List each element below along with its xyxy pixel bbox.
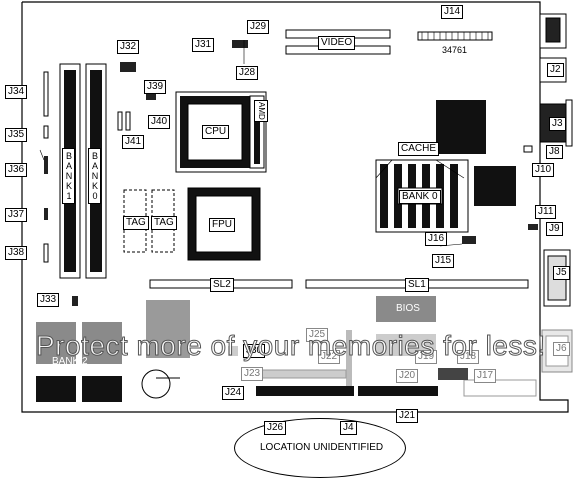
j10-label: J10	[532, 163, 555, 177]
j26-label: J26	[264, 421, 287, 435]
j14-label: J14	[441, 5, 464, 19]
tag1-label: TAG	[123, 216, 149, 230]
j32-block	[120, 62, 136, 72]
j19-label: J19	[415, 350, 438, 364]
j38-label: J38	[5, 246, 28, 260]
j25-label: J25	[306, 328, 329, 342]
j20-label: J20	[396, 369, 419, 383]
j14-header	[417, 31, 493, 41]
bank2-area-left	[36, 322, 76, 364]
j18-label: J18	[457, 350, 480, 364]
j15-label: J15	[432, 254, 455, 268]
j24-header	[256, 386, 354, 396]
battery	[141, 369, 171, 399]
j28-label: J28	[236, 66, 259, 80]
j22-label: J22	[318, 350, 341, 364]
j29-label: J29	[247, 20, 270, 34]
part-number: 34761	[442, 45, 468, 55]
j6-label: J6	[553, 342, 570, 356]
j17-header	[463, 379, 537, 397]
j41-label: J41	[122, 135, 145, 149]
j17-label: J17	[474, 369, 497, 383]
cache-label: CACHE	[398, 142, 440, 156]
j40-label: J40	[148, 115, 171, 129]
location-unidentified-label: LOCATION UNIDENTIFIED	[260, 442, 384, 453]
bank0-label: BANK0	[88, 148, 101, 204]
bank2-area-right	[82, 322, 122, 364]
bank1-label: BANK1	[62, 148, 75, 204]
bios-chip	[376, 296, 436, 322]
location-unidentified-callout	[234, 418, 406, 478]
amd-label: AMD	[254, 100, 268, 122]
sl1-label: SL1	[405, 278, 429, 292]
j37-label: J37	[5, 208, 28, 222]
j8-label: J8	[546, 145, 563, 159]
chipset-small	[474, 166, 516, 206]
watermark-text: Protect more of your memories for less!	[36, 330, 546, 362]
j3-label: J3	[549, 117, 566, 131]
j36-label: J36	[5, 163, 28, 177]
j9-label: J9	[546, 222, 563, 236]
j30-label: J30	[243, 344, 266, 358]
video-label: VIDEO	[318, 36, 356, 50]
j24-label: J24	[222, 386, 245, 400]
j32-label: J32	[117, 40, 140, 54]
j4-label: J4	[340, 421, 357, 435]
j5-label: J5	[553, 266, 570, 280]
j34-label: J34	[5, 85, 28, 99]
j11-label: J11	[535, 205, 557, 219]
j34-connector	[43, 71, 49, 117]
cpu-label: CPU	[202, 125, 230, 139]
sl2-label: SL2	[210, 278, 234, 292]
j2-label: J2	[547, 63, 564, 77]
bios-label: BIOS	[396, 303, 420, 314]
j31-label: J31	[192, 38, 215, 52]
tag2-label: TAG	[151, 216, 177, 230]
bank0-cache-label: BANK 0	[399, 190, 441, 204]
chipset-large	[436, 100, 486, 154]
j16-label: J16	[425, 232, 448, 246]
bank2-label: BANK 2	[52, 356, 88, 367]
j35-label: J35	[5, 128, 28, 142]
fpu-label: FPU	[209, 218, 235, 232]
j21-header	[358, 386, 438, 396]
j33-label: J33	[37, 293, 60, 307]
j23-label: J23	[241, 367, 264, 381]
j21-label: J21	[396, 409, 419, 423]
j39-label: J39	[144, 80, 167, 94]
j23-header	[255, 369, 347, 379]
